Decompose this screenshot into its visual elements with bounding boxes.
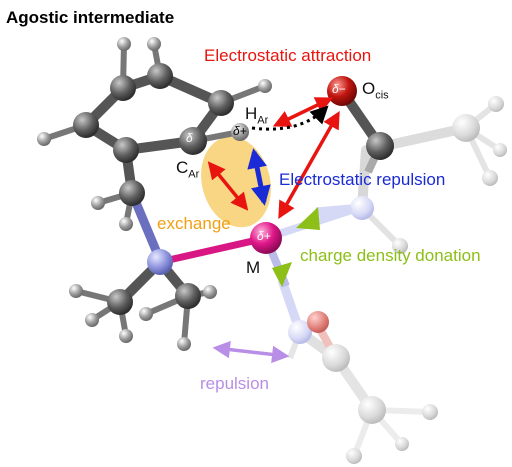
electrostatic-repulsion-label: Electrostatic repulsion <box>279 170 446 189</box>
c-ar-label-main: C <box>176 158 189 177</box>
repulsion-label: repulsion <box>200 374 269 393</box>
donation-arrowhead-lower <box>272 262 292 287</box>
metal-atom <box>250 222 282 254</box>
metal-n-bond <box>159 234 267 266</box>
metal-label: M <box>246 258 261 277</box>
c-ar-label-sub: Ar <box>188 168 200 181</box>
ring-atoms <box>37 37 272 231</box>
charge-density-donation-label: charge density donation <box>300 246 481 265</box>
h-ar-label: HAr <box>245 104 268 126</box>
amine-n-atom <box>147 249 173 275</box>
repulsion-arrow-purple <box>212 340 290 364</box>
c-ar-label: CAr <box>176 158 199 180</box>
repulsion-arrow-blue <box>247 148 271 206</box>
o-cis-label-main: O <box>362 79 376 98</box>
delta-c-label: δ <box>186 131 193 145</box>
exchange-label: exchange <box>157 214 231 233</box>
attraction-arrow-h-o <box>272 97 334 127</box>
c-ar-atom <box>179 127 207 155</box>
faded-amide-ligand <box>277 278 438 464</box>
delta-plus-m-label: δ+ <box>257 229 271 243</box>
attraction-arrow-m-o <box>278 110 340 220</box>
donation-arrowhead-upper <box>296 207 320 230</box>
h-ar-atom <box>231 123 249 141</box>
h-ar-label-sub: Ar <box>257 114 269 127</box>
agostic-interaction-arrow <box>251 105 329 131</box>
page-title: Agostic intermediate <box>6 8 175 27</box>
o-cis-label: Ocis <box>362 79 389 101</box>
o-cis-label-sub: cis <box>375 89 389 102</box>
delta-minus-o-label: δ− <box>332 82 346 96</box>
amine-atoms <box>69 249 217 351</box>
o-cis-atom <box>327 76 357 106</box>
acetate-carbon <box>366 132 394 160</box>
attraction-arrow-c-m <box>207 161 249 211</box>
delta-plus-h-label: δ+ <box>233 124 247 138</box>
electrostatic-attraction-label: Electrostatic attraction <box>204 46 372 65</box>
h-ar-label-main: H <box>245 104 258 123</box>
